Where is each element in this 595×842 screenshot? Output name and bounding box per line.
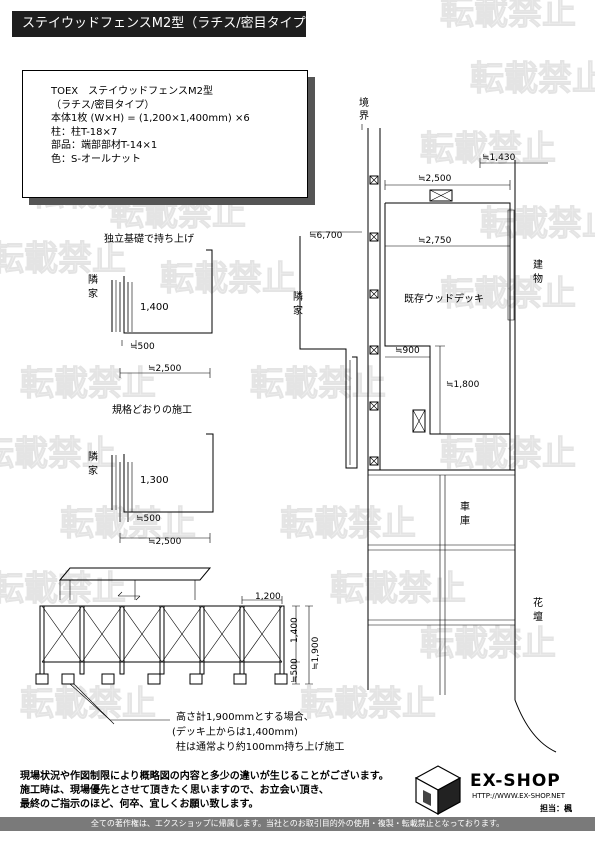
spec-type: （ラチス/密目タイプ）	[51, 99, 155, 111]
plan-neighbor-2: 家	[293, 304, 303, 317]
watermark-text: 転載禁止	[110, 194, 246, 234]
dim-1800: ≒1,800	[446, 380, 480, 390]
logo-text: EX-SHOP	[470, 771, 561, 791]
section-bottom-ground	[123, 433, 214, 513]
arrow-icon	[117, 591, 141, 601]
watermark-text: 転載禁止	[480, 204, 595, 244]
dim-6700: ≒6,700	[309, 231, 343, 241]
charge-label: 担当：楓	[540, 804, 572, 813]
elev-width: 1,200	[255, 592, 281, 602]
dim-2500: ≒2,500	[418, 174, 452, 184]
section-bottom-height: 1,300	[140, 475, 169, 486]
watermark-repeats: 転載禁止 転載禁止 転載禁止 転載禁止 転載禁止 転載禁止 転載禁止 転載禁止 …	[0, 0, 595, 724]
boundary-line	[367, 128, 381, 470]
building-label-2: 物	[533, 272, 543, 285]
fence-lattice	[41, 605, 283, 663]
logo-icon	[414, 765, 462, 816]
watermark-text: 転載禁止	[470, 59, 595, 99]
watermark-text: 転載禁止	[250, 364, 386, 404]
flowerbed-label-1: 花	[533, 596, 543, 609]
flowerbed-label-2: 壇	[533, 610, 543, 623]
foundations	[35, 673, 288, 685]
section-top-offset: ≒500	[130, 342, 155, 352]
building-edge	[385, 202, 511, 470]
roof	[58, 567, 212, 581]
section-top-title: 独立基礎で持ち上げ	[104, 232, 194, 245]
section-bottom-offset: ≒500	[136, 514, 161, 524]
watermark-text: 転載禁止	[440, 434, 576, 474]
plan-view: 境 界 隣 家 ≒6,700 建 物 既存ウッドデッキ	[293, 96, 557, 753]
boundary-label-2: 界	[359, 110, 369, 122]
elev-height-500: ≒500	[290, 658, 300, 683]
watermark-text: 転載禁止	[160, 259, 296, 299]
fence-posts	[369, 175, 379, 466]
garage-label-1: 車	[460, 500, 470, 513]
note-line-3: 柱は通常より約100mm持ち上げ施工	[176, 740, 344, 753]
logo-url: HTTP://WWW.EX-SHOP.NET	[472, 792, 566, 800]
neighbor-house	[299, 236, 358, 469]
watermark-text: 転載禁止	[0, 569, 126, 609]
section-bottom-neighbor-2: 家	[88, 464, 98, 477]
elev-height-1900: ≒1,900	[311, 636, 321, 670]
spec-posts: 柱：柱T-18×7	[51, 126, 118, 138]
spec-product: TOEX ステイウッドフェンスM2型	[51, 86, 213, 97]
elev-height-1400: 1,400	[290, 617, 300, 643]
plan-neighbor-1: 隣	[293, 290, 303, 303]
watermark-text: 転載禁止	[300, 684, 436, 724]
building-label-1: 建	[533, 258, 543, 271]
spec-box: TOEX ステイウッドフェンスM2型 （ラチス/密目タイプ） 本体1枚 (W×H…	[22, 70, 308, 198]
watermark-text: 転載禁止	[420, 129, 556, 169]
section-top-height: 1,400	[140, 302, 169, 313]
footer-note: 現場状況や作図制限により概略図の内容と多少の違いが生じることがございます。 施工…	[20, 770, 400, 812]
section-top-width: ≒2,500	[148, 364, 182, 374]
garage-label-2: 庫	[460, 514, 470, 527]
footer-line-2: 施工時は、現場優先とさせて頂きたく思いますので、お立会い頂き、	[20, 785, 329, 796]
dim-line	[119, 368, 211, 378]
watermark-text: 転載禁止	[20, 684, 156, 724]
footer-line-3: 最終のご指示のほど、何卒、宜しくお願い致します。	[20, 799, 259, 810]
watermark-text: 転載禁止	[20, 364, 156, 404]
leader-line	[69, 683, 170, 721]
fence-posts-elev	[39, 605, 285, 675]
section-standard: 規格どおりの施工 隣 家 1,300 ≒500 ≒2,500	[88, 403, 214, 547]
spec-parts: 部品：端部部材T-14×1	[51, 140, 158, 151]
spec-color: 色：S-オールナット	[51, 153, 141, 165]
dim-900: ≒900	[395, 346, 420, 356]
section-top-ground	[123, 249, 213, 334]
watermark-text: 転載禁止	[0, 434, 116, 474]
section-raised-foundation: 独立基礎で持ち上げ 隣 家 1,400 ≒500 ≒2,500	[88, 232, 213, 378]
section-top-neighbor-2: 家	[88, 287, 98, 300]
page-title: ステイウッドフェンスM2型（ラチス/密目タイプ）	[12, 11, 319, 37]
ac-unit	[429, 189, 453, 202]
height-note: 高さ計1,900mmとする場合、 (デッキ上からは1,400mm) 柱は通常より…	[172, 710, 344, 753]
flowerbed-edge	[514, 510, 557, 753]
note-line-1: 高さ計1,900mmとする場合、	[176, 710, 314, 723]
garage-outline	[367, 469, 515, 690]
garage-grid	[368, 474, 515, 695]
fence-rails	[42, 605, 282, 663]
section-bottom-title: 規格どおりの施工	[112, 403, 192, 416]
ac-unit	[412, 409, 426, 433]
watermark-text: 転載禁止	[440, 0, 576, 33]
dim-2750: ≒2,750	[418, 236, 452, 246]
watermark-text: 転載禁止	[420, 624, 556, 664]
watermark-text: 転載禁止	[0, 239, 126, 279]
copyright-bar: 全ての著作権は、エクスショップに帰属します。当社とのお取引目的外の使用・複製・転…	[0, 817, 595, 831]
footer-line-1: 現場状況や作図制限により概略図の内容と多少の違いが生じることがございます。	[20, 771, 389, 782]
elevation-view: 1,200 1,400 ≒500 ≒1,900	[35, 567, 321, 725]
deck-label: 既存ウッドデッキ	[404, 292, 484, 305]
spec-panels: 本体1枚 (W×H) = (1,200×1,400mm) ×6	[51, 113, 250, 124]
watermark-text: 転載禁止	[280, 504, 416, 544]
section-bottom-neighbor-1: 隣	[88, 450, 98, 463]
watermark-text: 転載禁止	[330, 569, 466, 609]
section-top-neighbor-1: 隣	[88, 273, 98, 286]
boundary-label-1: 境	[359, 96, 369, 109]
note-line-2: (デッキ上からは1,400mm)	[172, 725, 298, 738]
dim-1430: ≒1,430	[482, 153, 516, 163]
section-bottom-width: ≒2,500	[148, 537, 182, 547]
deck-outline	[384, 203, 510, 435]
fence-post	[119, 282, 129, 332]
